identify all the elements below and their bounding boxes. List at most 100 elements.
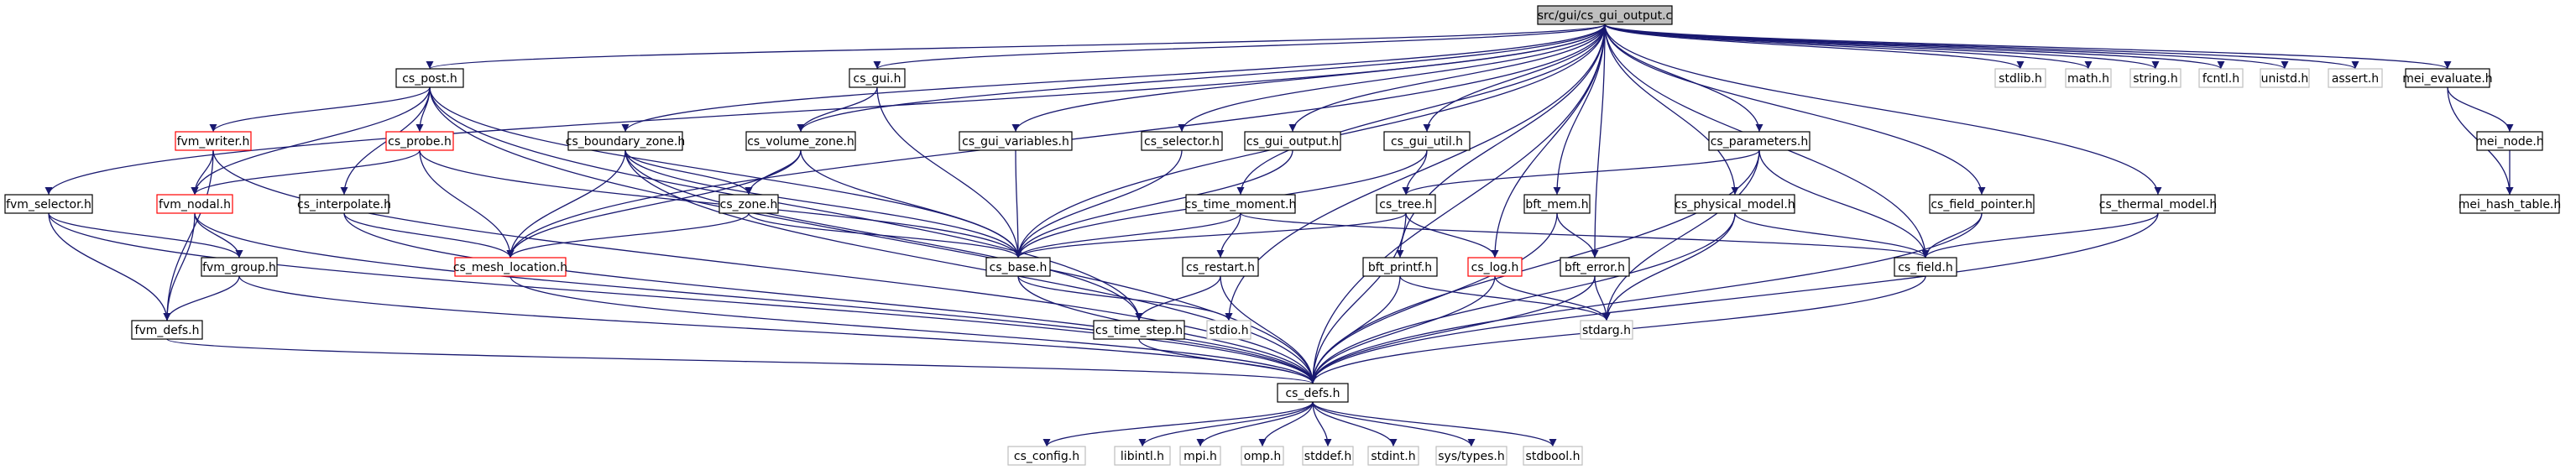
node-label-cs_gui_variables: cs_gui_variables.h bbox=[962, 135, 1069, 149]
node-cs_mesh_location[interactable]: cs_mesh_location.h bbox=[453, 257, 567, 277]
node-cs_restart[interactable]: cs_restart.h bbox=[1182, 257, 1259, 277]
node-cs_gui_util[interactable]: cs_gui_util.h bbox=[1383, 131, 1471, 151]
node-fvm_defs[interactable]: fvm_defs.h bbox=[131, 320, 203, 340]
node-box-cs_log bbox=[1467, 257, 1523, 277]
node-label-cs_gui_util: cs_gui_util.h bbox=[1391, 135, 1463, 149]
node-math: math.h bbox=[2065, 68, 2112, 88]
node-label-systypes: sys/types.h bbox=[1438, 450, 1504, 463]
node-unistd: unistd.h bbox=[2260, 68, 2310, 88]
node-cs_zone[interactable]: cs_zone.h bbox=[718, 194, 779, 214]
node-cs_config: cs_config.h bbox=[1007, 446, 1086, 466]
node-box-stdarg bbox=[1580, 320, 1633, 340]
edge-cs_time_moment-to-cs_field bbox=[1240, 212, 1930, 258]
edge-root-to-cs_post bbox=[426, 24, 1606, 70]
node-fvm_nodal[interactable]: fvm_nodal.h bbox=[156, 194, 233, 214]
edge-fvm_writer-to-cs_defs bbox=[212, 149, 1317, 384]
node-label-cs_defs: cs_defs.h bbox=[1285, 387, 1340, 400]
node-label-stdlib: stdlib.h bbox=[1999, 72, 2042, 86]
edge-cs_defs-to-stdbool bbox=[1312, 401, 1557, 447]
edge-root-to-fcntl bbox=[1604, 24, 2225, 70]
node-label-bft_printf: bft_printf.h bbox=[1368, 261, 1432, 274]
edge-cs_selector-to-cs_base bbox=[1014, 149, 1183, 258]
node-box-fvm_defs bbox=[131, 320, 203, 340]
node-cs_boundary_zone[interactable]: cs_boundary_zone.h bbox=[566, 131, 685, 151]
edge-cs_time_moment-to-cs_base bbox=[1014, 212, 1241, 258]
edge-cs_boundary_zone-to-cs_mesh_location bbox=[506, 149, 626, 258]
node-box-libintl bbox=[1114, 446, 1171, 466]
node-cs_selector[interactable]: cs_selector.h bbox=[1141, 131, 1223, 151]
node-cs_interpolate[interactable]: cs_interpolate.h bbox=[297, 194, 391, 214]
edge-fvm_nodal-to-cs_defs bbox=[194, 212, 1317, 384]
node-cs_time_moment[interactable]: cs_time_moment.h bbox=[1185, 194, 1297, 214]
edge-root-to-cs_selector bbox=[1178, 24, 1606, 133]
edge-root-to-cs_time_moment bbox=[1236, 24, 1606, 196]
node-cs_physical_model[interactable]: cs_physical_model.h bbox=[1675, 194, 1795, 214]
node-bft_mem[interactable]: bft_mem.h bbox=[1523, 194, 1591, 214]
node-cs_log[interactable]: cs_log.h bbox=[1467, 257, 1523, 277]
edge-cs_gui-to-cs_volume_zone bbox=[797, 86, 878, 133]
node-box-stdio bbox=[1206, 320, 1251, 340]
node-cs_parameters[interactable]: cs_parameters.h bbox=[1708, 131, 1811, 151]
edge-fvm_selector-to-cs_defs bbox=[48, 212, 1317, 384]
edge-mei_evaluate-to-mei_node bbox=[2447, 86, 2514, 133]
node-mei_evaluate[interactable]: mei_evaluate.h bbox=[2402, 68, 2493, 88]
edge-cs_physical_model-to-stdarg bbox=[1602, 212, 1736, 321]
node-cs_base[interactable]: cs_base.h bbox=[985, 257, 1051, 277]
node-box-cs_restart bbox=[1182, 257, 1259, 277]
node-label-cs_tree: cs_tree.h bbox=[1379, 198, 1432, 212]
edge-cs_log-to-cs_defs bbox=[1309, 275, 1496, 384]
node-cs_probe[interactable]: cs_probe.h bbox=[385, 131, 454, 151]
node-label-cs_config: cs_config.h bbox=[1014, 450, 1079, 463]
node-cs_gui_variables[interactable]: cs_gui_variables.h bbox=[959, 131, 1073, 151]
node-mei_node[interactable]: mei_node.h bbox=[2475, 131, 2544, 151]
node-label-cs_base: cs_base.h bbox=[990, 261, 1048, 274]
node-box-bft_mem bbox=[1523, 194, 1591, 214]
node-box-unistd bbox=[2260, 68, 2310, 88]
edge-cs_thermal_model-to-cs_defs bbox=[1309, 212, 2159, 384]
node-label-mei_hash_table: mei_hash_table.h bbox=[2458, 198, 2562, 212]
node-label-math: math.h bbox=[2067, 72, 2109, 86]
node-cs_gui_output[interactable]: cs_gui_output.h bbox=[1244, 131, 1341, 151]
node-box-cs_boundary_zone bbox=[567, 131, 683, 151]
node-label-mei_evaluate: mei_evaluate.h bbox=[2402, 72, 2492, 86]
edge-cs_gui-to-cs_base bbox=[876, 86, 1022, 258]
node-box-bft_error bbox=[1560, 257, 1630, 277]
node-label-bft_error: bft_error.h bbox=[1565, 261, 1625, 274]
node-mei_hash_table[interactable]: mei_hash_table.h bbox=[2458, 194, 2562, 214]
node-string: string.h bbox=[2129, 68, 2182, 88]
node-cs_time_step[interactable]: cs_time_step.h bbox=[1093, 320, 1185, 340]
node-bft_printf[interactable]: bft_printf.h bbox=[1362, 257, 1438, 277]
node-fvm_selector[interactable]: fvm_selector.h bbox=[4, 194, 93, 214]
node-cs_volume_zone[interactable]: cs_volume_zone.h bbox=[745, 131, 856, 151]
node-label-mpi: mpi.h bbox=[1183, 450, 1217, 463]
node-cs_thermal_model[interactable]: cs_thermal_model.h bbox=[2099, 194, 2218, 214]
node-root[interactable]: src/gui/cs_gui_output.c bbox=[1537, 5, 1673, 25]
node-label-cs_time_moment: cs_time_moment.h bbox=[1185, 198, 1297, 212]
edge-bft_error-to-stdarg bbox=[1594, 275, 1611, 321]
node-cs_defs[interactable]: cs_defs.h bbox=[1277, 383, 1349, 403]
node-stddef: stddef.h bbox=[1302, 446, 1354, 466]
node-cs_tree[interactable]: cs_tree.h bbox=[1376, 194, 1436, 214]
node-box-cs_zone bbox=[718, 194, 779, 214]
edge-cs_tree-to-cs_log bbox=[1405, 212, 1499, 258]
edge-cs_defs-to-systypes bbox=[1312, 401, 1476, 447]
node-box-cs_selector bbox=[1141, 131, 1223, 151]
node-fvm_group[interactable]: fvm_group.h bbox=[201, 257, 278, 277]
node-box-omp bbox=[1241, 446, 1284, 466]
node-box-cs_parameters bbox=[1708, 131, 1811, 151]
node-cs_field_pointer[interactable]: cs_field_pointer.h bbox=[1929, 194, 2035, 214]
node-systypes: sys/types.h bbox=[1435, 446, 1507, 466]
node-label-stdarg: stdarg.h bbox=[1582, 324, 1631, 337]
node-label-stdint: stdint.h bbox=[1371, 450, 1415, 463]
edge-cs_gui_variables-to-cs_base bbox=[1014, 149, 1022, 258]
node-cs_gui[interactable]: cs_gui.h bbox=[849, 68, 906, 88]
node-label-fvm_writer: fvm_writer.h bbox=[177, 135, 250, 149]
node-cs_field[interactable]: cs_field.h bbox=[1894, 257, 1957, 277]
node-bft_error[interactable]: bft_error.h bbox=[1560, 257, 1630, 277]
node-cs_post[interactable]: cs_post.h bbox=[395, 68, 464, 88]
edge-cs_post-to-fvm_writer bbox=[209, 86, 431, 133]
node-label-fvm_selector: fvm_selector.h bbox=[6, 198, 91, 212]
node-label-cs_gui: cs_gui.h bbox=[854, 72, 901, 86]
node-label-cs_field_pointer: cs_field_pointer.h bbox=[1931, 198, 2032, 212]
node-fvm_writer[interactable]: fvm_writer.h bbox=[175, 131, 252, 151]
